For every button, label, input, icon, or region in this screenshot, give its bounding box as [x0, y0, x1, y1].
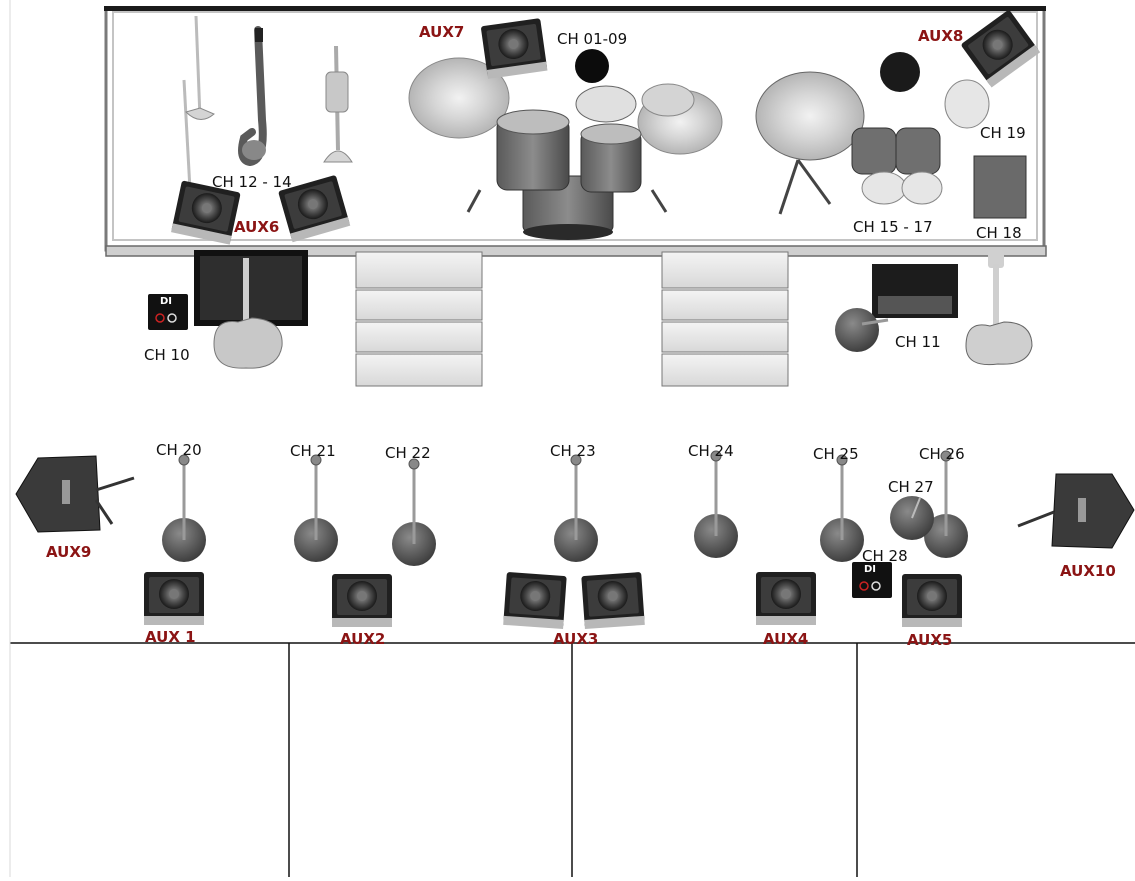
mic-stand-ch20: [160, 453, 208, 564]
drum-kit-icon: [408, 49, 723, 240]
guitar-amp-icon: [872, 264, 958, 318]
monitor-wedge-aux4: [756, 572, 816, 625]
riser-steps-left: [355, 251, 483, 387]
label-ch21: CH 21: [290, 442, 336, 460]
monitor-wedge-aux5: [902, 574, 962, 627]
mic-stand-ch25: [818, 453, 866, 564]
electric-guitar-icon: [965, 250, 1033, 366]
label-ch23: CH 23: [550, 442, 596, 460]
mic-stand-ch24: [692, 449, 740, 560]
label-aux4: AUX4: [763, 630, 809, 648]
monitor-wedge-aux3-right: [581, 571, 645, 630]
label-aux10: AUX10: [1060, 562, 1116, 580]
ch11-cymbal-icon: [835, 308, 889, 352]
label-aux3: AUX3: [553, 630, 599, 648]
monitor-wedge-aux2: [332, 574, 392, 627]
label-ch10: CH 10: [144, 346, 190, 364]
label-ch15-17: CH 15 - 17: [853, 218, 933, 236]
trumpet-icon: [323, 45, 353, 163]
monitor-wedge-aux1: [144, 572, 204, 625]
label-aux1: AUX 1: [145, 628, 196, 646]
label-aux2: AUX2: [340, 630, 386, 648]
label-ch22: CH 22: [385, 444, 431, 462]
label-aux9: AUX9: [46, 543, 92, 561]
label-ch28: CH 28: [862, 547, 908, 565]
percussion-icon: [755, 52, 1027, 219]
trombone-icon: [182, 15, 215, 191]
label-ch11: CH 11: [895, 333, 941, 351]
label-ch26: CH 26: [919, 445, 965, 463]
label-ch01-09: CH 01-09: [557, 30, 628, 48]
side-fill-aux9: [15, 455, 135, 533]
label-ch25: CH 25: [813, 445, 859, 463]
monitor-wedge-aux7: [480, 18, 548, 79]
mic-stand-ch23: [552, 453, 600, 564]
mic-stand-ch26: [922, 449, 970, 560]
di-box-ch28-label: DI: [864, 564, 877, 575]
label-ch20: CH 20: [156, 441, 202, 459]
saxophone-icon: [238, 26, 267, 167]
bass-amp-icon: [194, 250, 308, 326]
bass-guitar-icon: [213, 258, 283, 369]
label-ch27: CH 27: [888, 478, 934, 496]
label-aux5: AUX5: [907, 631, 953, 649]
label-aux8: AUX8: [918, 27, 964, 45]
mic-stand-ch21: [292, 453, 340, 564]
side-fill-aux10: [1017, 473, 1135, 549]
label-ch19: CH 19: [980, 124, 1026, 142]
label-ch12-14: CH 12 - 14: [212, 173, 292, 191]
ch27-cymbal-icon: [890, 496, 934, 540]
label-aux6: AUX6: [234, 218, 280, 236]
audience-area-grid: [9, 0, 1135, 877]
label-ch18: CH 18: [976, 224, 1022, 242]
monitor-wedge-aux3-left: [503, 571, 567, 630]
di-box-ch10-label: DI: [160, 296, 173, 307]
mic-stand-ch22: [390, 457, 438, 568]
riser-steps-right: [661, 251, 789, 387]
label-ch24: CH 24: [688, 442, 734, 460]
label-aux7: AUX7: [419, 23, 465, 41]
